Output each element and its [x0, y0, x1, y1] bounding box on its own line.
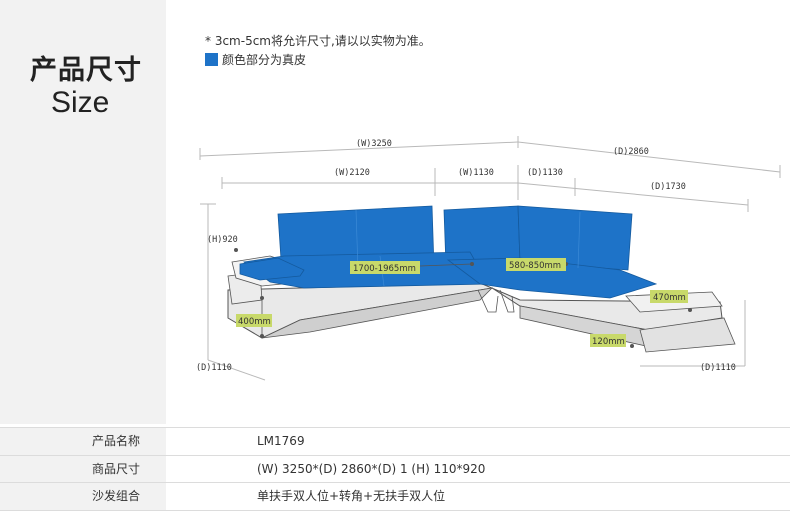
spec-row: 商品尺寸 (W) 3250*(D) 2860*(D) 1 (H) 110*920	[0, 455, 790, 483]
spec-value: 单扶手双人位+转角+无扶手双人位	[257, 489, 446, 503]
dim-total-width: (W)3250	[356, 139, 392, 149]
dim-width-mid: (W)1130	[458, 168, 494, 178]
spec-row: 产品名称 LM1769	[0, 427, 790, 455]
tag-base-height: 120mm	[592, 337, 625, 347]
spec-value: LM1769	[257, 434, 305, 448]
spec-label: 商品尺寸	[91, 462, 140, 476]
leather-cushions	[239, 205, 658, 299]
tag-seat-range-right: 580-850mm	[509, 261, 561, 271]
spec-label-cell: 产品名称	[0, 428, 166, 455]
spec-label: 产品名称	[91, 434, 140, 448]
dim-depth-right: (D)1730	[650, 182, 686, 192]
color-legend: 颜色部分为真皮	[205, 51, 306, 68]
dim-depth-left-bottom: (D)1110	[196, 363, 232, 373]
spec-label-cell: 沙发组合	[0, 483, 166, 510]
tag-seat-range-left: 1700-1965mm	[353, 264, 416, 274]
dim-depth-right-bottom: (D)1110	[700, 363, 736, 373]
spec-label-cell: 商品尺寸	[0, 456, 166, 483]
tag-arm-width: 470mm	[653, 293, 686, 303]
dim-depth-mid: (D)1130	[527, 168, 563, 178]
spec-label: 沙发组合	[91, 489, 140, 503]
tag-arm-height: 400mm	[238, 317, 271, 327]
title-english: Size	[51, 86, 110, 119]
table-bottom-border	[0, 510, 790, 511]
sofa-diagram: (W)3250 (D)2860 (W)2120 (W)1130 (D)1130 …	[196, 136, 781, 381]
title-chinese: 产品尺寸	[30, 55, 142, 86]
dim-width-left: (W)2120	[334, 168, 370, 178]
measure-tags	[236, 258, 688, 347]
dim-height: (H)920	[207, 235, 238, 245]
leather-swatch	[205, 53, 218, 66]
color-legend-label: 颜色部分为真皮	[222, 53, 307, 67]
spec-value: (W) 3250*(D) 2860*(D) 1 (H) 110*920	[257, 462, 486, 476]
tolerance-note: * 3cm-5cm将允许尺寸,请以以实物为准。	[205, 34, 431, 48]
dim-total-depth: (D)2860	[613, 147, 649, 157]
spec-row: 沙发组合 单扶手双人位+转角+无扶手双人位	[0, 482, 790, 510]
title-panel	[0, 0, 166, 424]
dimension-lines	[199, 136, 781, 381]
